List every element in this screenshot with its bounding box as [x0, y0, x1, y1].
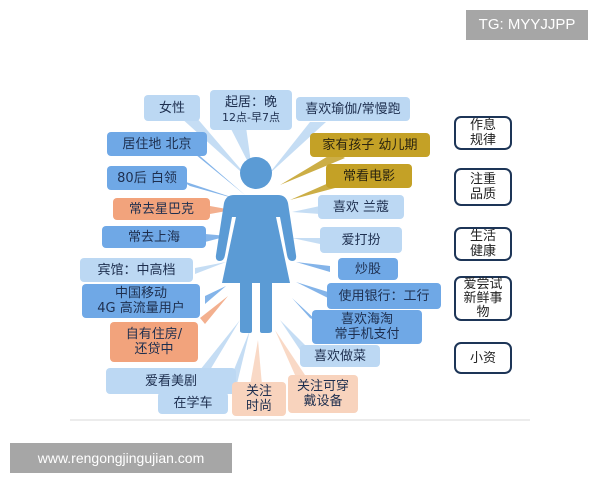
category-text: 物	[476, 304, 490, 320]
tag-text: 常手机支付	[334, 327, 400, 342]
divider	[70, 419, 530, 421]
tag-text: 80后 白领	[117, 170, 177, 186]
tag-yoga: 喜欢瑜伽/常慢跑	[296, 97, 410, 121]
category-healthy-life: 生活 健康	[454, 227, 512, 261]
category-text: 新鲜事	[463, 290, 503, 306]
category-text: 注重	[469, 172, 496, 187]
watermark-top: TG: MYYJJPP	[466, 10, 588, 40]
category-try-new: 爱尝试 新鲜事 物	[454, 276, 512, 321]
tag-residence: 居住地 北京	[107, 132, 207, 156]
category-text: 规律	[469, 133, 496, 148]
watermark-bottom: www.rengongjingujian.com	[10, 443, 232, 473]
tag-dressup: 爱打扮	[320, 227, 402, 253]
tag-text: 自有住房/	[125, 327, 183, 342]
tag-taobao: 喜欢海淘 常手机支付	[312, 310, 422, 344]
tag-text: 关注	[245, 384, 272, 399]
tag-house: 自有住房/ 还贷中	[110, 322, 198, 362]
tag-female: 女性	[144, 95, 200, 121]
tag-lancome: 喜欢 兰蔻	[318, 195, 404, 219]
tag-text: 居住地 北京	[122, 136, 192, 152]
tag-text: 女性	[158, 100, 185, 116]
tag-stocks: 炒股	[338, 258, 398, 280]
tag-text: 在学车	[173, 395, 213, 411]
tag-bank: 使用银行：工行	[327, 283, 441, 309]
tag-text: 爱打扮	[341, 232, 381, 248]
tag-text: 喜欢海淘	[340, 312, 393, 327]
tag-text: 宾馆：中高档	[97, 262, 176, 278]
tag-sleep-schedule: 起居：晚 12点-早7点	[210, 90, 292, 130]
category-text: 生活	[469, 229, 496, 244]
tag-movies: 常看电影	[326, 164, 412, 188]
tag-text: 喜欢 兰蔻	[332, 199, 390, 215]
tag-text: 家有孩子 幼儿期	[322, 137, 418, 153]
tag-shanghai: 常去上海	[102, 226, 206, 248]
category-text: 健康	[469, 244, 496, 259]
tag-wearables: 关注可穿 戴设备	[288, 375, 358, 413]
tag-text: 中国移动	[114, 286, 167, 301]
tag-text: 喜欢瑜伽/常慢跑	[305, 101, 401, 117]
tag-text: 戴设备	[303, 394, 343, 409]
tag-kids: 家有孩子 幼儿期	[310, 133, 430, 157]
tag-hotel: 宾馆：中高档	[80, 258, 193, 282]
category-text: 小资	[469, 350, 496, 366]
category-quality: 注重 品质	[454, 168, 512, 206]
tag-text: 常看电影	[342, 168, 395, 184]
tag-text: 喜欢做菜	[313, 348, 366, 364]
tag-text: 12点-早7点	[222, 111, 280, 124]
tag-driving: 在学车	[158, 392, 228, 414]
tag-text: 还贷中	[134, 342, 174, 357]
woman-figure-icon	[215, 157, 297, 333]
tag-text: 起居：晚	[224, 95, 277, 110]
tag-us-drama: 爱看美剧	[106, 368, 236, 394]
tag-post80: 80后 白领	[107, 166, 187, 190]
category-regular-schedule: 作息 规律	[454, 116, 512, 150]
tag-text: 关注可穿	[296, 379, 349, 394]
tag-fashion: 关注 时尚	[232, 382, 286, 416]
tag-text: 炒股	[354, 261, 381, 277]
category-text: 爱尝试	[463, 276, 503, 292]
tag-text: 时尚	[245, 399, 272, 414]
category-petty-bourgeois: 小资	[454, 342, 512, 374]
tag-text: 4G 高流量用户	[97, 301, 185, 316]
tag-text: 常去上海	[127, 229, 180, 245]
category-text: 作息	[469, 118, 496, 133]
tag-starbucks: 常去星巴克	[113, 198, 210, 220]
tag-text: 常去星巴克	[128, 201, 194, 217]
tag-mobile: 中国移动 4G 高流量用户	[82, 284, 200, 318]
tag-cooking: 喜欢做菜	[300, 345, 380, 367]
tag-text: 爱看美剧	[144, 373, 197, 389]
category-text: 品质	[469, 187, 496, 202]
tag-text: 使用银行：工行	[338, 288, 430, 304]
